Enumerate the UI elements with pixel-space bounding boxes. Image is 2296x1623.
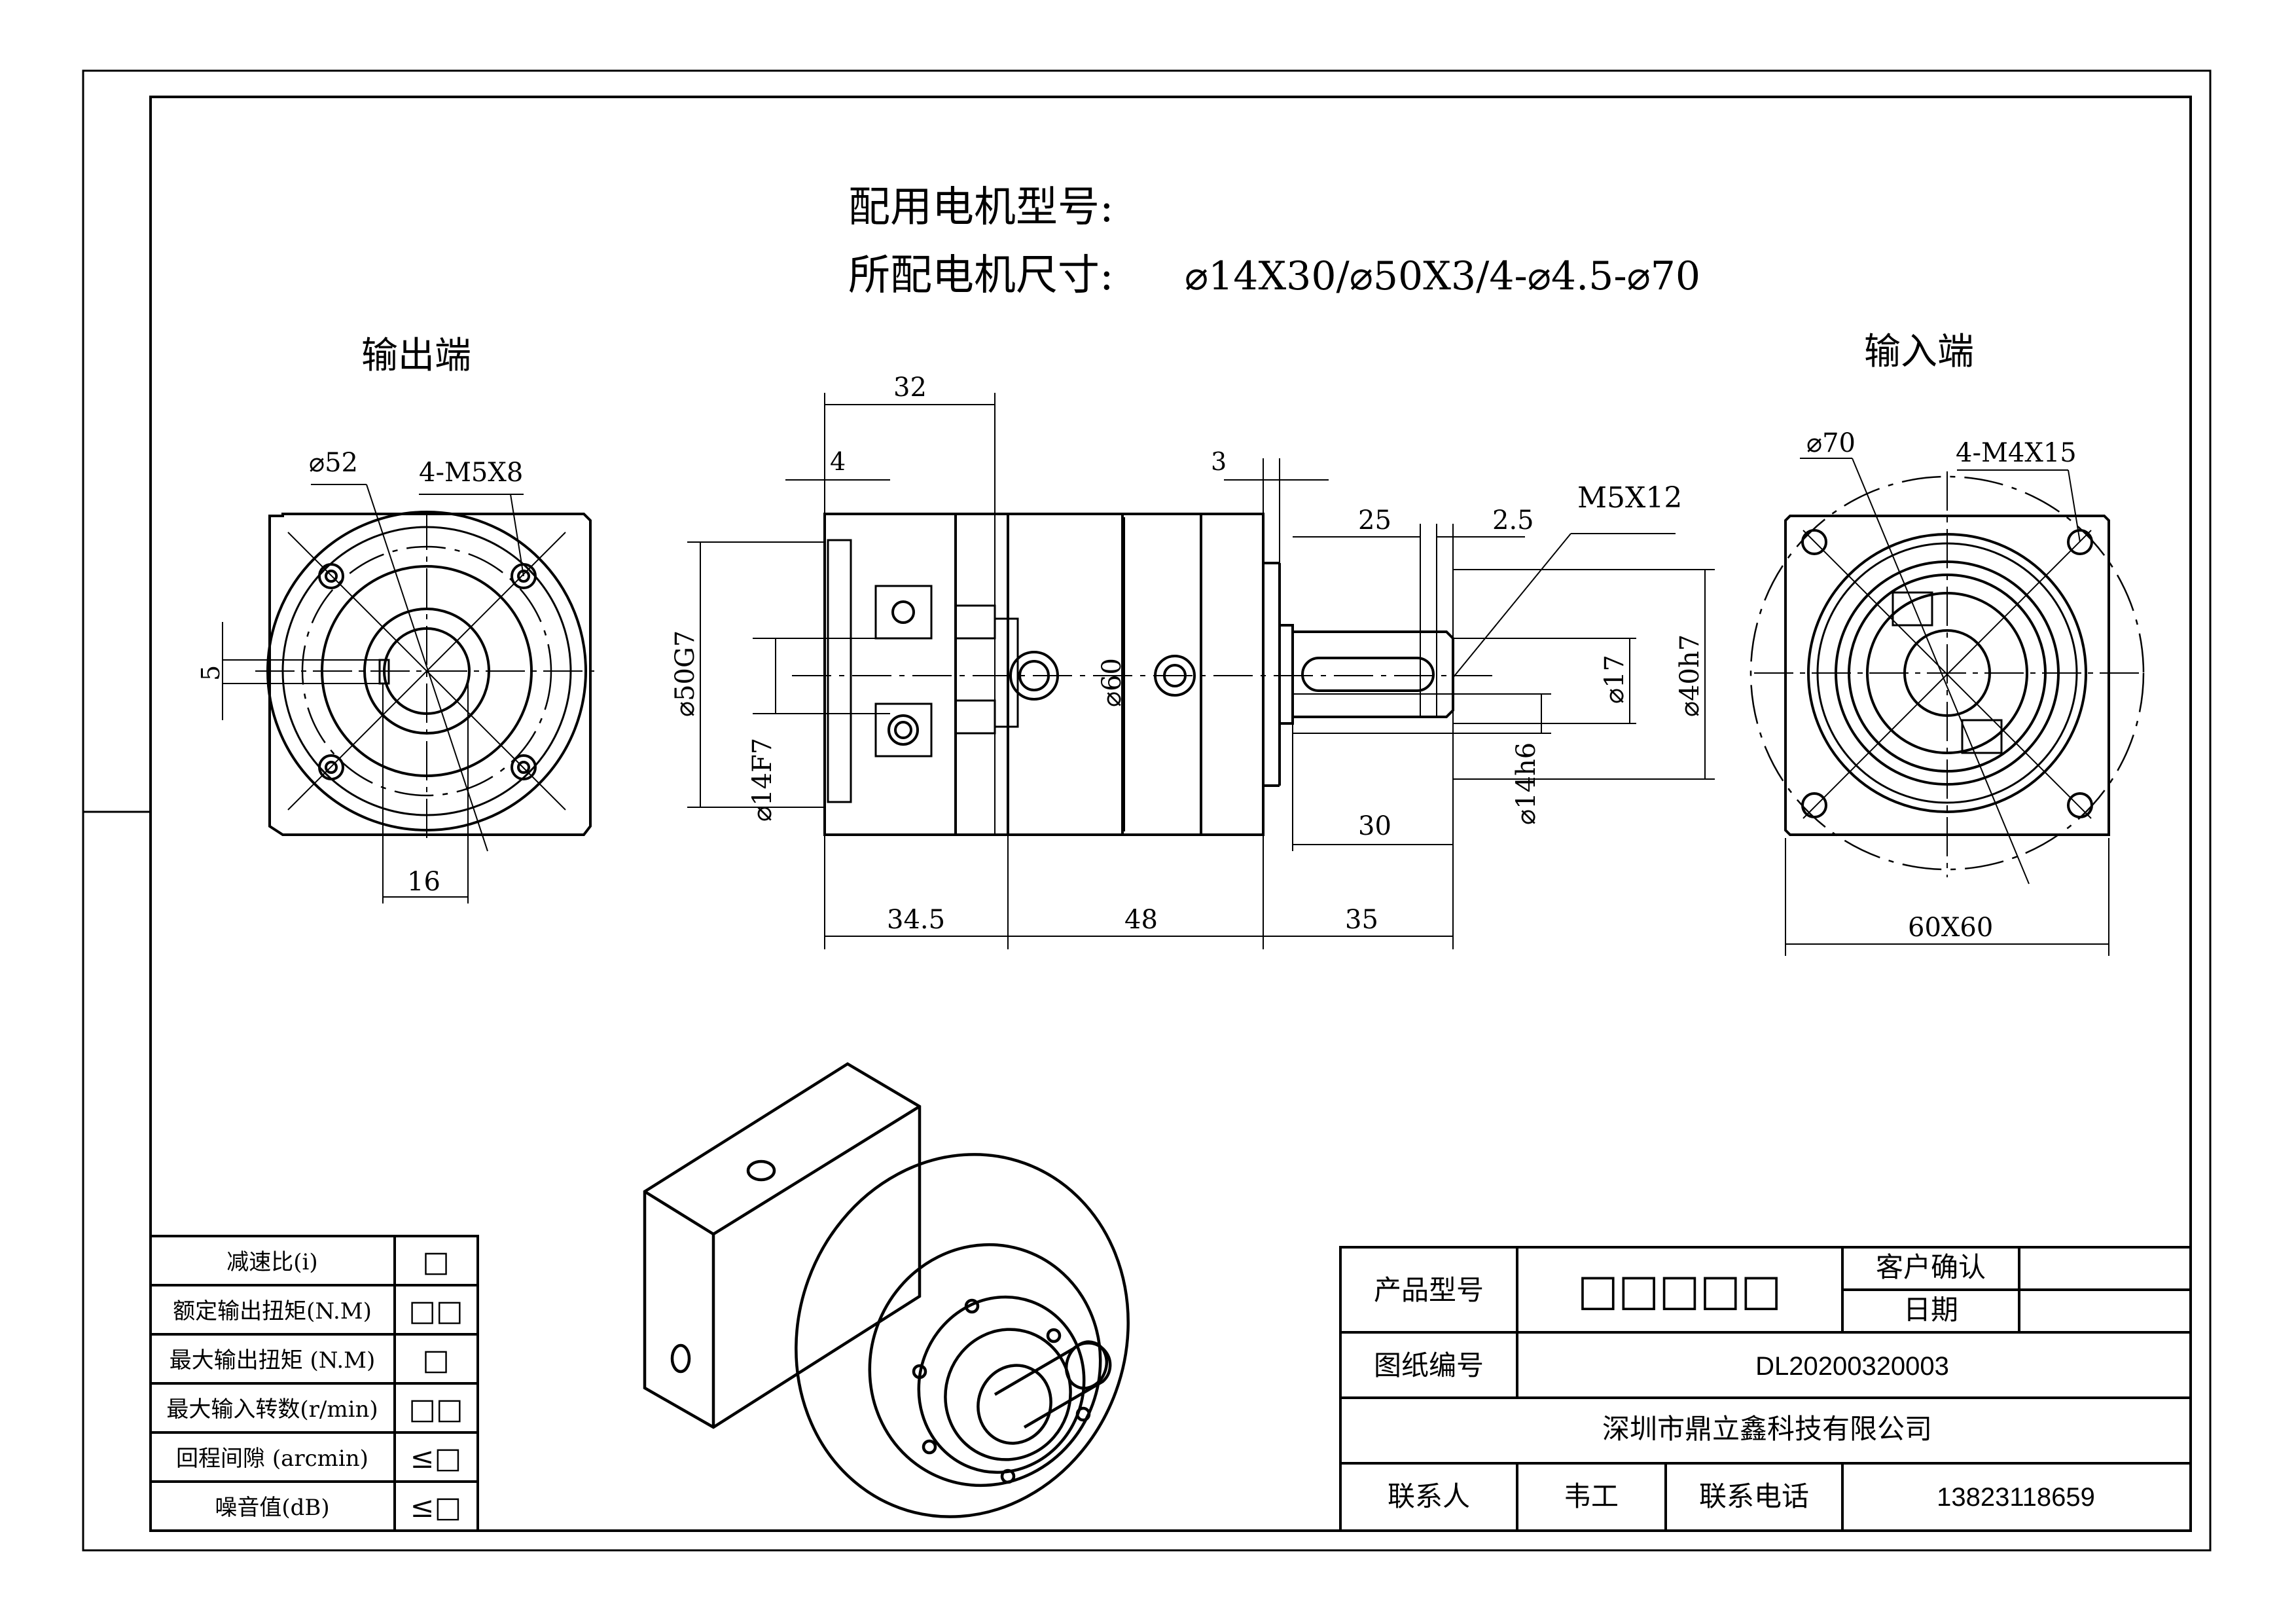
dim-3: 3 [1211, 447, 1227, 476]
phone-label: 联系电话 [1699, 1480, 1809, 1512]
spec-row-value: ≤□ [410, 1491, 461, 1524]
phone-value: 13823118659 [1937, 1483, 2095, 1512]
dim-4-m4x15: 4-M4X15 [1956, 438, 2077, 468]
dim-35: 35 [1345, 905, 1378, 935]
spec-row-label: 最大输出扭矩 (N.M) [170, 1347, 376, 1374]
dim-d60: ⌀60 [1097, 658, 1127, 707]
company-name: 深圳市鼎立鑫科技有限公司 [1602, 1413, 1932, 1445]
dim-5: 5 [196, 665, 225, 681]
output-end-label: 输出端 [361, 335, 471, 377]
dim-d40h7: ⌀40h7 [1675, 634, 1705, 717]
dim-4-m5x8: 4-M5X8 [419, 458, 523, 488]
spec-row-value: □ [422, 1343, 450, 1377]
side-view [687, 393, 1715, 949]
dim-34-5: 34.5 [887, 905, 945, 935]
dim-d70: ⌀70 [1806, 428, 1856, 458]
contact-label: 联系人 [1388, 1480, 1470, 1512]
drawing-no-value: DL20200320003 [1755, 1352, 1949, 1381]
motor-model-label: 配用电机型号: [848, 183, 1114, 232]
dim-30: 30 [1358, 811, 1391, 841]
spec-row-value: ≤□ [410, 1442, 461, 1475]
product-model-value: □□□□□ [1577, 1265, 1782, 1315]
dim-d50g7: ⌀50G7 [670, 630, 700, 717]
dim-4: 4 [830, 447, 846, 476]
isometric-view [643, 1062, 1130, 1518]
sheet-border [82, 69, 2212, 1552]
spec-table-text: 减速比(i) □ 额定输出扭矩(N.M) □□ 最大输出扭矩 (N.M) □ 最… [166, 1245, 463, 1524]
dim-32: 32 [893, 373, 927, 403]
input-end-view [1749, 458, 2145, 956]
dim-25: 25 [1358, 505, 1391, 536]
dim-60x60: 60X60 [1908, 913, 1993, 943]
title-block [1339, 1246, 2192, 1532]
dim-m5x12: M5X12 [1577, 481, 1682, 515]
product-model-label: 产品型号 [1374, 1274, 1484, 1306]
dim-2-5: 2.5 [1492, 505, 1534, 536]
output-end-view [222, 484, 599, 903]
spec-row-label: 额定输出扭矩(N.M) [173, 1298, 372, 1324]
contact-value: 韦工 [1564, 1480, 1619, 1512]
dim-16: 16 [407, 867, 440, 897]
date-label: 日期 [1903, 1294, 1958, 1326]
spec-row-label: 噪音值(dB) [215, 1495, 329, 1521]
spec-row-value: □□ [408, 1294, 463, 1328]
spec-row-label: 减速比(i) [226, 1249, 317, 1275]
dim-48: 48 [1124, 905, 1158, 935]
motor-size-value: ⌀14X30/⌀50X3/4-⌀4.5-⌀70 [1185, 253, 1700, 299]
dim-d14f7: ⌀14F7 [747, 738, 778, 822]
drawing-no-label: 图纸编号 [1374, 1349, 1484, 1381]
spec-row-value: □□ [408, 1393, 463, 1426]
dim-d52: ⌀52 [309, 448, 358, 478]
dim-d17: ⌀17 [1600, 655, 1630, 704]
spec-row-value: □ [422, 1245, 450, 1279]
dim-d14h6: ⌀14h6 [1511, 742, 1541, 825]
spec-table [149, 1235, 479, 1532]
spec-row-label: 最大输入转数(r/min) [166, 1396, 378, 1423]
title-block-text: 产品型号 □□□□□ 客户确认 日期 图纸编号 DL20200320003 深圳… [1374, 1251, 2095, 1512]
customer-confirm-label: 客户确认 [1876, 1251, 1986, 1283]
motor-size-label: 所配电机尺寸: [848, 251, 1114, 300]
input-end-label: 输入端 [1864, 331, 1974, 373]
spec-row-label: 回程间隙 (arcmin) [176, 1446, 368, 1472]
